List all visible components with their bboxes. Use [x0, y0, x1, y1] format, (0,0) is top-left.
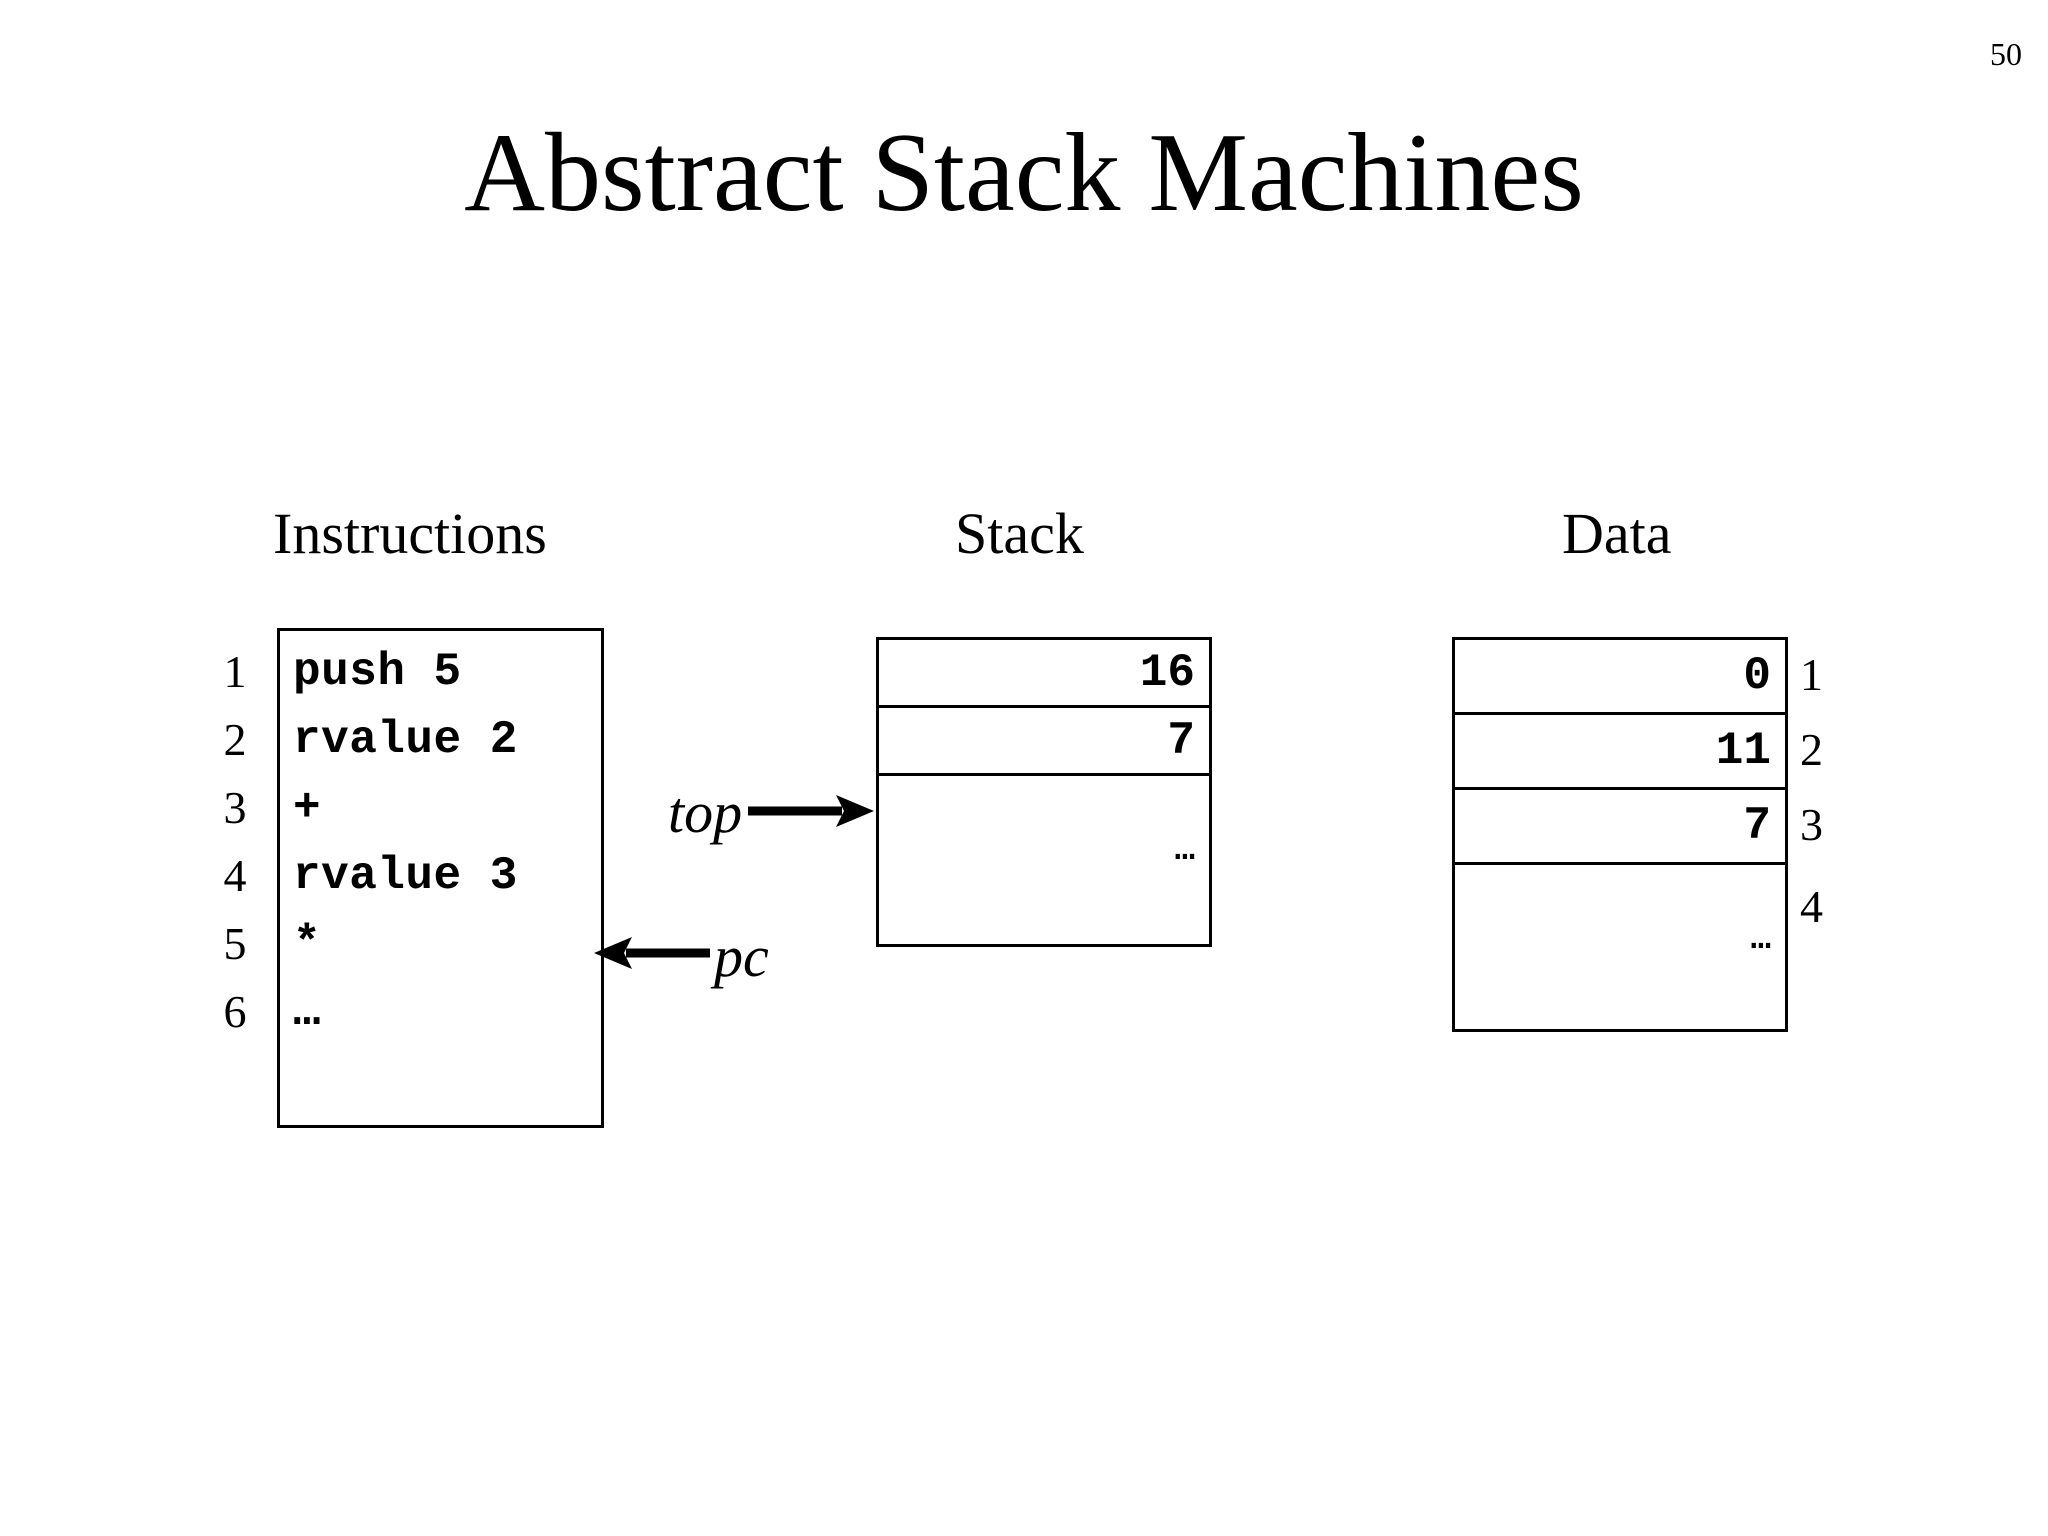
instruction-line-number: 4 [223, 850, 247, 901]
stack-cell: 7 [879, 708, 1209, 776]
instruction-row: rvalue 2 [293, 714, 518, 766]
heading-data: Data [1562, 501, 1672, 566]
pc-pointer: pc [592, 920, 769, 986]
instruction-line-number: 2 [223, 714, 247, 765]
instruction-line-number: 6 [223, 986, 247, 1037]
arrow-left-icon [594, 937, 710, 969]
data-cell-value: 7 [1743, 800, 1771, 852]
stack-cell: … [879, 776, 1209, 944]
data-cell: 7 [1455, 790, 1785, 865]
arrow-right-icon [748, 795, 875, 827]
data-cell: … [1455, 865, 1785, 1029]
instruction-line-numbers: 1 2 3 4 5 6 [205, 638, 265, 1046]
data-cell: 0 [1455, 640, 1785, 715]
page-title: Abstract Stack Machines [464, 111, 1584, 235]
stack-cell-value: 16 [1139, 646, 1195, 699]
data-cell-value: 11 [1715, 725, 1771, 777]
stack-cell-value: 7 [1167, 714, 1195, 767]
top-pointer: top [668, 780, 876, 842]
instruction-row: … [293, 986, 322, 1038]
data-index: 4 [1800, 881, 1823, 932]
instructions-list: push 5 rvalue 2 + rvalue 3 * … [293, 638, 518, 1046]
stack-cell: 16 [879, 640, 1209, 708]
data-cell-value: 0 [1743, 650, 1771, 702]
page-number: 50 [1990, 36, 2022, 72]
instruction-line-number: 5 [223, 918, 247, 969]
instructions-box [277, 628, 604, 1128]
top-label: top [668, 780, 743, 845]
heading-instructions: Instructions [273, 501, 547, 566]
stack-cell-value: … [1174, 832, 1195, 870]
instruction-line-number: 1 [223, 646, 247, 697]
instruction-row: rvalue 3 [293, 850, 518, 902]
heading-stack: Stack [955, 501, 1084, 566]
pc-label: pc [714, 924, 769, 989]
data-index: 3 [1800, 799, 1823, 850]
data-indices: 1 2 3 4 [1800, 637, 1860, 1026]
instruction-line-number: 3 [223, 782, 247, 833]
instruction-row: + [293, 782, 322, 834]
data-cell: 11 [1455, 715, 1785, 790]
instruction-row: push 5 [293, 646, 462, 698]
stack-box: 16 7 … [876, 637, 1212, 947]
instruction-row: * [293, 918, 322, 970]
data-index: 2 [1800, 724, 1823, 775]
data-index: 1 [1800, 649, 1823, 700]
data-box: 0 11 7 … [1452, 637, 1788, 1032]
data-cell-value: … [1750, 921, 1771, 959]
